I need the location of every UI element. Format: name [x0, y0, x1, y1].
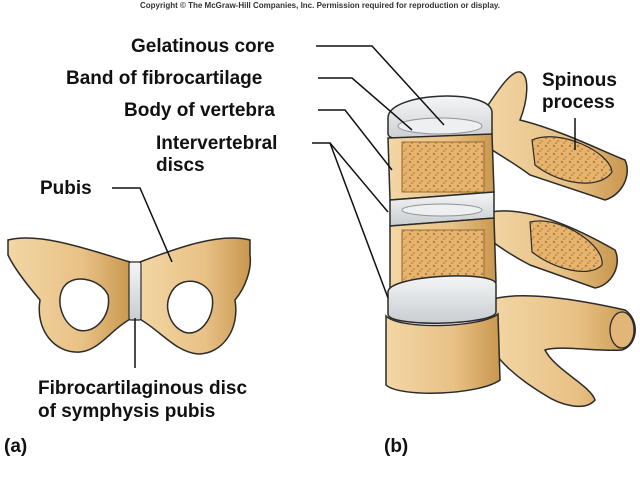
pelvis-illustration: [7, 237, 252, 355]
panel-letter-b: (b): [384, 436, 409, 457]
middle-disc-core: [401, 203, 483, 217]
bottom-disc: [387, 275, 497, 324]
leader-body-vertebra: [318, 109, 393, 171]
upper-body-spongy: [401, 141, 485, 193]
vertebral-column-illustration: [385, 71, 636, 408]
leader-intervertebral-2: [329, 142, 389, 299]
symphysis-disc: [128, 261, 142, 321]
label-intervertebral-2: discs: [156, 155, 205, 176]
panel-letter-a: (a): [4, 436, 28, 457]
leader-band-fibrocartilage: [318, 77, 413, 131]
lower-body-spongy: [401, 229, 485, 283]
top-disc-core: [397, 117, 483, 135]
copyright-notice: Copyright © The McGraw-Hill Companies, I…: [139, 1, 501, 10]
leader-pubis: [112, 187, 173, 263]
leader-lines: [112, 45, 576, 368]
label-spinous-2: process: [542, 92, 615, 113]
label-spinous-1: Spinous: [542, 70, 617, 91]
lower-spinous-cut: [529, 220, 603, 272]
label-disc-1: Fibrocartilaginous disc: [38, 378, 248, 399]
upper-spinous-cut: [531, 136, 613, 184]
lower-transverse-process: [487, 295, 636, 408]
transverse-process-end: [609, 311, 635, 349]
left-obturator-foramen: [59, 278, 110, 332]
leader-gelatinous-core: [316, 45, 445, 126]
label-gelatinous-core: Gelatinous core: [131, 36, 275, 57]
right-obturator-foramen: [166, 280, 214, 334]
leader-intervertebral-1: [312, 142, 389, 213]
label-intervertebral-1: Intervertebral: [156, 133, 278, 154]
label-band-fibrocartilage: Band of fibrocartilage: [66, 68, 263, 89]
label-pubis: Pubis: [40, 178, 92, 199]
bottom-vertebral-body: [385, 312, 501, 394]
label-disc-2: of symphysis pubis: [38, 401, 216, 422]
label-body-vertebra: Body of vertebra: [124, 100, 275, 121]
